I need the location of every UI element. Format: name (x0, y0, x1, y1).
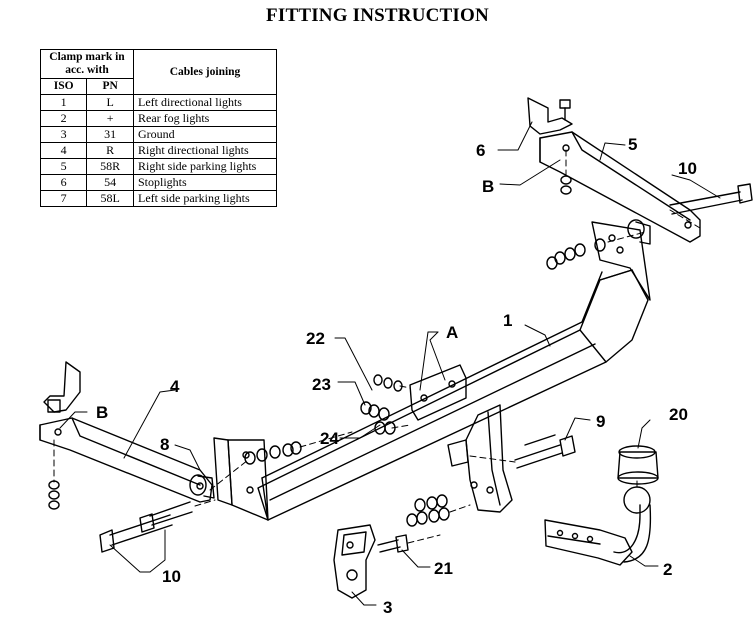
callout-a: A (446, 323, 458, 342)
leader-lines (59, 121, 721, 606)
bolts-9 (514, 434, 576, 469)
pn-cell: 58R (86, 158, 134, 175)
towball (544, 486, 652, 566)
main-crossbar (213, 221, 651, 521)
table-row: 4 R Right directional lights (39, 142, 277, 159)
iso-cell: 7 (39, 190, 88, 207)
table-subheader-row: ISO PN (39, 78, 277, 95)
callout-b-left: B (96, 403, 108, 422)
left-bracket (39, 417, 215, 503)
callout-24: 24 (320, 429, 339, 448)
callout-8: 8 (160, 435, 169, 454)
callout-22: 22 (306, 329, 325, 348)
nuts-and-washers (48, 175, 606, 527)
table-row: 6 54 Stoplights (39, 174, 277, 191)
table-row: 5 58R Right side parking lights (39, 158, 277, 175)
callout-6: 6 (476, 141, 485, 160)
callout-10-right: 10 (678, 159, 697, 178)
ball-cover (617, 445, 659, 485)
right-bracket (539, 131, 701, 245)
callout-23: 23 (312, 375, 331, 394)
ball-mount-bracket (447, 404, 513, 513)
table-row: 7 58L Left side parking lights (39, 190, 277, 207)
cable-cell: Left side parking lights (133, 190, 277, 207)
callout-9: 9 (596, 412, 605, 431)
assembly-guide-lines (53, 149, 701, 544)
bolt-21 (377, 534, 409, 553)
ball-mount-plate (333, 524, 376, 599)
callout-20: 20 (669, 405, 688, 424)
bracket-clip-top (527, 97, 573, 135)
cable-cell: Right directional lights (133, 142, 277, 159)
bolt-right (669, 183, 753, 215)
table-row: 2 + Rear fog lights (39, 110, 277, 127)
callout-4: 4 (170, 377, 180, 396)
bracket-clip-left (43, 361, 81, 413)
callout-b-top: B (482, 177, 494, 196)
callout-1: 1 (503, 311, 512, 330)
callout-10-left: 10 (162, 567, 181, 586)
bolts-left (99, 501, 193, 553)
cable-cell: Right side parking lights (133, 158, 277, 175)
callout-2: 2 (663, 560, 672, 579)
clamp-mark-table: Clamp mark in acc. with Cables joining I… (39, 49, 277, 207)
page-title: FITTING INSTRUCTION (266, 5, 489, 26)
callout-5: 5 (628, 135, 637, 154)
callout-3: 3 (383, 598, 392, 617)
callout-21: 21 (434, 559, 453, 578)
plate-a (409, 364, 467, 421)
pn-header: PN (86, 78, 134, 95)
clamp-mark-header: Clamp mark in acc. with (40, 49, 134, 79)
iso-cell: 4 (39, 142, 88, 159)
